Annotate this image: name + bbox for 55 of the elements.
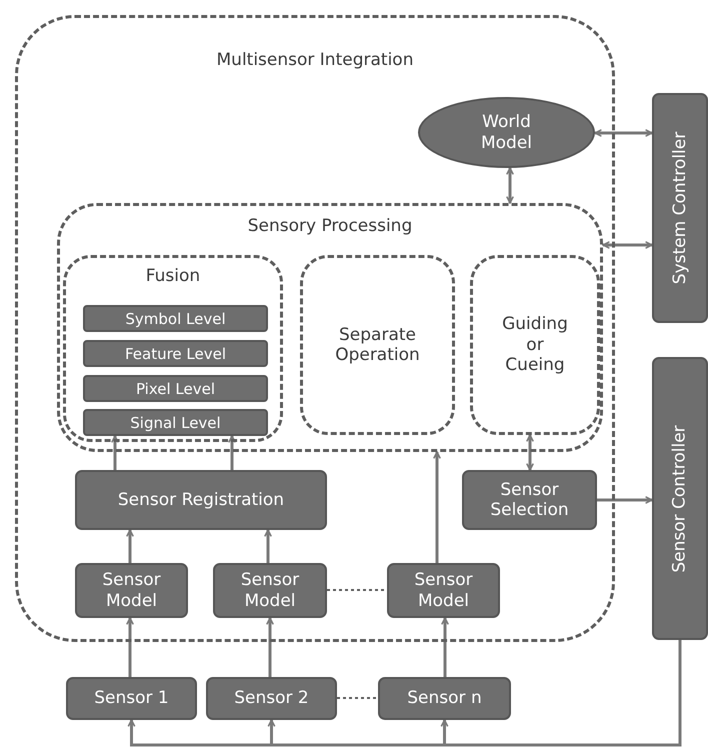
group-title: Multisensor Integration bbox=[216, 50, 414, 70]
arrow bbox=[111, 435, 119, 470]
process-box bbox=[75, 470, 327, 530]
node-label: Pixel Level bbox=[136, 380, 216, 398]
dashed-process-box bbox=[300, 255, 455, 435]
node-label: Sensor Model bbox=[240, 570, 300, 611]
arrow bbox=[264, 529, 272, 563]
node-label: Sensor Model bbox=[101, 570, 162, 611]
controller-label: Sensor Controller bbox=[670, 424, 690, 572]
arrow bbox=[602, 241, 653, 249]
controller-bar bbox=[652, 93, 708, 323]
controller-label: System Controller bbox=[670, 132, 690, 284]
node-label: Sensor 1 bbox=[94, 688, 169, 709]
group-title: Sensory Processing bbox=[246, 216, 414, 236]
controller-bar bbox=[652, 357, 708, 640]
arrow bbox=[441, 617, 449, 677]
arrow bbox=[433, 451, 441, 563]
level-box bbox=[83, 305, 268, 332]
level-box bbox=[83, 375, 268, 402]
dotted-line bbox=[327, 589, 387, 591]
node-label: Sensor Selection bbox=[489, 480, 570, 520]
arrow bbox=[597, 496, 653, 504]
node-label: Sensor n bbox=[407, 688, 482, 709]
node-label: Guiding or Cueing bbox=[501, 314, 569, 376]
node-label: Feature Level bbox=[124, 344, 226, 362]
process-box bbox=[75, 563, 188, 618]
arrow bbox=[594, 129, 653, 137]
dotted-line bbox=[337, 697, 378, 699]
node-label: World Model bbox=[480, 112, 534, 153]
arrow bbox=[526, 434, 534, 471]
arrow bbox=[506, 167, 514, 204]
arrow bbox=[126, 529, 134, 563]
process-box bbox=[213, 563, 327, 618]
dashed-process-box bbox=[470, 255, 600, 435]
level-box bbox=[83, 340, 268, 367]
sensor-box bbox=[206, 677, 337, 720]
dashed-group-frame bbox=[63, 255, 283, 442]
level-box bbox=[83, 409, 268, 436]
node-label: Symbol Level bbox=[125, 310, 226, 328]
node-label: Sensor Registration bbox=[118, 490, 284, 510]
sensor-box bbox=[378, 677, 511, 720]
arrow bbox=[266, 617, 274, 677]
node-label: Separate Operation bbox=[334, 324, 421, 366]
group-title: Fusion bbox=[144, 266, 202, 286]
node-label: Sensor 2 bbox=[234, 688, 309, 709]
process-box bbox=[387, 563, 500, 618]
node-label: Sensor Model bbox=[413, 570, 474, 611]
arrow bbox=[126, 617, 134, 677]
dashed-group-frame bbox=[57, 203, 603, 452]
arrow bbox=[440, 640, 682, 746]
node-label: Signal Level bbox=[130, 414, 221, 432]
dashed-group-frame bbox=[15, 15, 615, 642]
process-box bbox=[462, 470, 597, 530]
sensor-box bbox=[66, 677, 197, 720]
arrow bbox=[228, 435, 236, 470]
